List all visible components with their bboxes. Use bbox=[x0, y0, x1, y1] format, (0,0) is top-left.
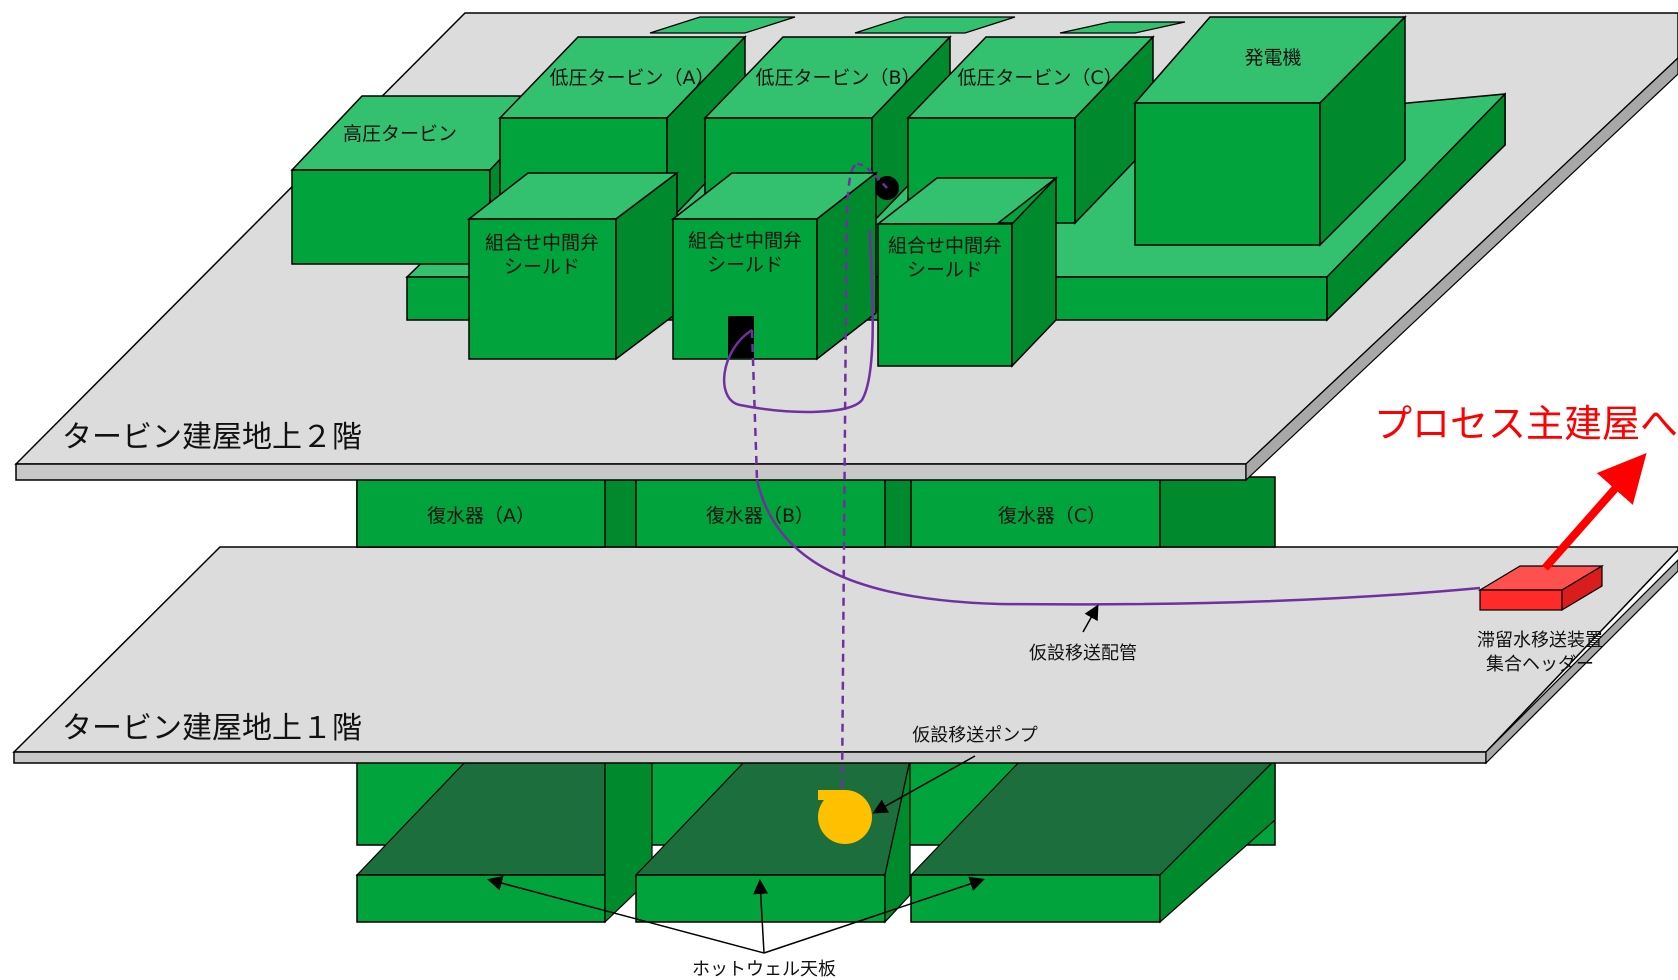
valve-shield-a-label-2: シールド bbox=[504, 256, 580, 278]
second-floor-label: タービン建屋地上２階 bbox=[62, 420, 362, 455]
collection-header bbox=[1477, 564, 1605, 612]
header-label-2: 集合ヘッダー bbox=[1486, 654, 1594, 675]
condenser-b: 復水器（B） bbox=[635, 476, 886, 548]
annotation-arrows bbox=[487, 604, 1099, 954]
condenser-c: 復水器（C） bbox=[910, 476, 1161, 548]
valve-shield-a: 組合せ中間弁 シールド bbox=[466, 171, 680, 361]
condenser-b-label: 復水器（B） bbox=[706, 505, 814, 527]
hotwell-group bbox=[355, 758, 1277, 924]
condenser-a-label: 復水器（A） bbox=[427, 505, 535, 527]
lp-turbine-a-label: 低圧タービン（A） bbox=[550, 67, 715, 89]
condenser-group: 復水器（A） 復水器（B） 復水器（C） bbox=[356, 476, 1276, 548]
lp-turbine-c-label: 低圧タービン（C） bbox=[957, 67, 1122, 89]
generator: 発電機 bbox=[1133, 15, 1407, 247]
hotwell-a bbox=[355, 759, 653, 924]
valve-shield-b: 組合せ中間弁 シールド bbox=[670, 171, 879, 361]
first-floor-slab: タービン建屋地上１階 bbox=[12, 546, 1678, 765]
valve-shield-a-label-1: 組合せ中間弁 bbox=[485, 232, 599, 254]
destination-label: プロセス主建屋へ bbox=[1374, 402, 1678, 446]
condenser-a: 復水器（A） bbox=[356, 476, 606, 548]
valve-shield-b-label-2: シールド bbox=[707, 254, 783, 276]
hotwell-label: ホットウェル天板 bbox=[692, 959, 836, 980]
temp-pump-label: 仮設移送ポンプ bbox=[912, 725, 1037, 746]
valve-shield-b-label-1: 組合せ中間弁 bbox=[688, 230, 802, 252]
lp-turbine-backs bbox=[649, 16, 1186, 34]
header-label-1: 滞留水移送装置 bbox=[1477, 630, 1603, 651]
lp-turbine-b-label: 低圧タービン（B） bbox=[755, 67, 920, 89]
destination-arrow bbox=[1542, 453, 1647, 571]
valve-shield-c: 組合せ中間弁 シールド bbox=[875, 176, 1059, 368]
first-floor-label: タービン建屋地上１階 bbox=[62, 711, 362, 746]
generator-label: 発電機 bbox=[1244, 47, 1301, 69]
valve-shield-c-label-1: 組合せ中間弁 bbox=[888, 235, 1002, 257]
hp-turbine-label: 高圧タービン bbox=[343, 123, 457, 145]
condenser-c-label: 復水器（C） bbox=[998, 505, 1106, 527]
temporary-pump bbox=[818, 790, 872, 844]
hotwell-c bbox=[909, 758, 1277, 924]
temporary-pipe bbox=[722, 162, 1481, 791]
valve-shield-c-label-2: シールド bbox=[907, 259, 983, 281]
temp-pipe-label: 仮設移送配管 bbox=[1029, 643, 1137, 664]
